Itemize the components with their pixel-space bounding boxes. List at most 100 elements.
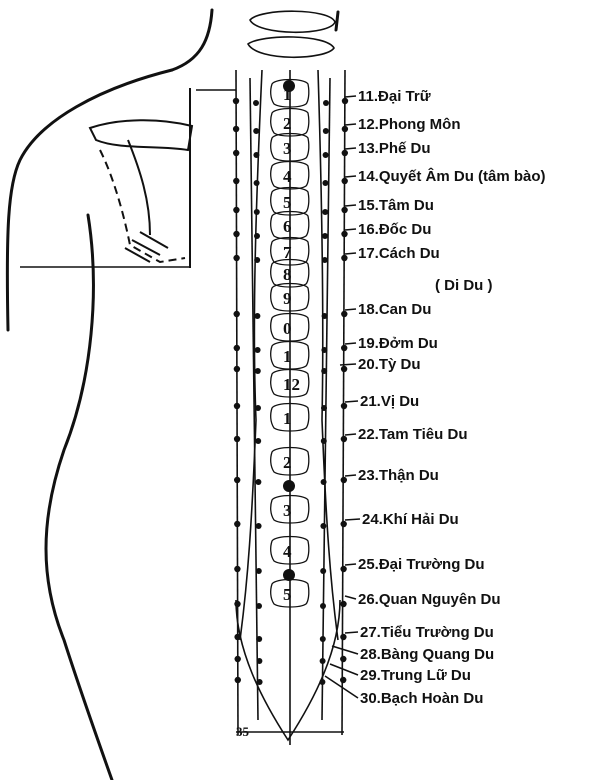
vertebra-number: 1	[283, 409, 292, 428]
vertebra-number: 4	[283, 167, 292, 186]
scapula-lines	[125, 232, 168, 262]
leader-line	[345, 205, 356, 206]
scapula-inner	[128, 140, 150, 235]
acupoint-dot	[321, 405, 327, 411]
acupoint-dot	[256, 568, 262, 574]
acupoint-dot	[322, 180, 328, 186]
acupoint-dot	[256, 523, 262, 529]
scapula	[20, 88, 236, 268]
acupoint-dot	[341, 521, 347, 527]
vertebra-number: 4	[283, 542, 292, 561]
spine-point-dot	[283, 80, 295, 92]
leader-line	[345, 343, 356, 344]
acupoint-dot	[234, 403, 240, 409]
spine-point-dot	[283, 569, 295, 581]
spine-point-dot	[283, 480, 295, 492]
acupoint-dot	[341, 311, 347, 317]
acupoint-dot	[234, 436, 240, 442]
scapula-top	[90, 120, 192, 150]
leader-line	[345, 148, 356, 149]
acupoint-dot	[234, 311, 240, 317]
acupoint-label: 24.Khí Hải Du	[362, 511, 459, 528]
acupoint-label: 15.Tâm Du	[358, 197, 434, 214]
neck-right-contour	[336, 12, 338, 30]
leader-line	[330, 664, 358, 675]
acupoint-dot	[341, 207, 347, 213]
acupoint-dot	[255, 368, 261, 374]
sacrum	[236, 600, 340, 740]
acupoint-dot	[340, 656, 346, 662]
acupoint-label: 26.Quan Nguyên Du	[358, 591, 501, 608]
acupoint-dot	[234, 477, 240, 483]
acupoint-dot	[256, 658, 262, 664]
acupoint-dot	[342, 126, 348, 132]
acupoint-label: 25.Đại Trường Du	[358, 556, 485, 573]
acupoint-dot	[321, 479, 327, 485]
acupoint-dot	[234, 345, 240, 351]
leader-line	[345, 309, 356, 310]
acupoint-dot	[341, 255, 347, 261]
acupoint-dot	[340, 634, 346, 640]
acupoint-dot	[322, 233, 328, 239]
vertebra-number: 6	[283, 217, 292, 236]
acupoint-dot	[320, 636, 326, 642]
acupoint-dot	[253, 100, 259, 106]
neck-left-contour	[172, 10, 212, 70]
acupoint-dot	[340, 601, 346, 607]
acupoint-dot	[254, 209, 260, 215]
acupoint-dot	[341, 345, 347, 351]
acupoint-dot	[321, 438, 327, 444]
leader-line	[345, 475, 356, 476]
vertebra-number: 9	[283, 289, 292, 308]
acupoint-label: 22.Tam Tiêu Du	[358, 426, 467, 443]
acupoint-dot	[233, 207, 239, 213]
acupoint-dot	[320, 603, 326, 609]
acupoint-dot	[323, 152, 329, 158]
leader-line	[345, 519, 360, 520]
acupoint-dot	[341, 231, 347, 237]
acupoint-dot	[322, 209, 328, 215]
acupoint-dot	[234, 366, 240, 372]
sacral-marker: 35	[236, 724, 250, 739]
acupoint-dot	[341, 366, 347, 372]
leader-line	[345, 401, 358, 402]
acupoint-dot	[254, 257, 260, 263]
acupoint-label: 16.Đốc Du	[358, 221, 431, 238]
acupoint-dot	[342, 178, 348, 184]
leader-line	[345, 96, 356, 97]
leader-line	[340, 364, 356, 365]
acupoint-dot	[320, 568, 326, 574]
acupoint-dot	[255, 479, 261, 485]
acupoint-dot	[234, 521, 240, 527]
leader-line	[345, 596, 356, 599]
acupoint-label: 18.Can Du	[358, 301, 431, 318]
acupoint-label: 12.Phong Môn	[358, 116, 461, 133]
acupoint-label: 17.Cách Du	[358, 245, 440, 262]
vertebra-number: 1	[283, 347, 292, 366]
leader-line	[345, 229, 356, 230]
meridian-inner-left	[250, 78, 258, 720]
back-side-contour	[46, 215, 112, 780]
acupoint-dot	[320, 658, 326, 664]
meridian-inner-right	[322, 78, 330, 720]
vertebra-number: 12	[283, 375, 300, 394]
acupoint-dot	[323, 100, 329, 106]
acupoint-dot	[320, 523, 326, 529]
acupoint-dot	[235, 656, 241, 662]
acupoint-dot	[319, 679, 325, 685]
acupoint-label: 19.Đởm Du	[358, 335, 438, 352]
acupoint-label: 13.Phế Du	[358, 140, 431, 157]
acupoint-dot	[340, 566, 346, 572]
acupoint-dot	[256, 636, 262, 642]
acupoint-dot	[342, 150, 348, 156]
acupoint-dot	[340, 677, 346, 683]
acupoint-dot	[342, 98, 348, 104]
vertebra-number: 5	[283, 585, 292, 604]
acupoint-label: 28.Bàng Quang Du	[360, 646, 494, 663]
vertebra-number: 2	[283, 453, 292, 472]
acupoint-label: 23.Thận Du	[358, 467, 439, 484]
vertebra-number: 0	[283, 319, 292, 338]
leader-line	[345, 176, 356, 177]
acupoint-dot	[255, 347, 261, 353]
acupoint-dot	[255, 438, 261, 444]
